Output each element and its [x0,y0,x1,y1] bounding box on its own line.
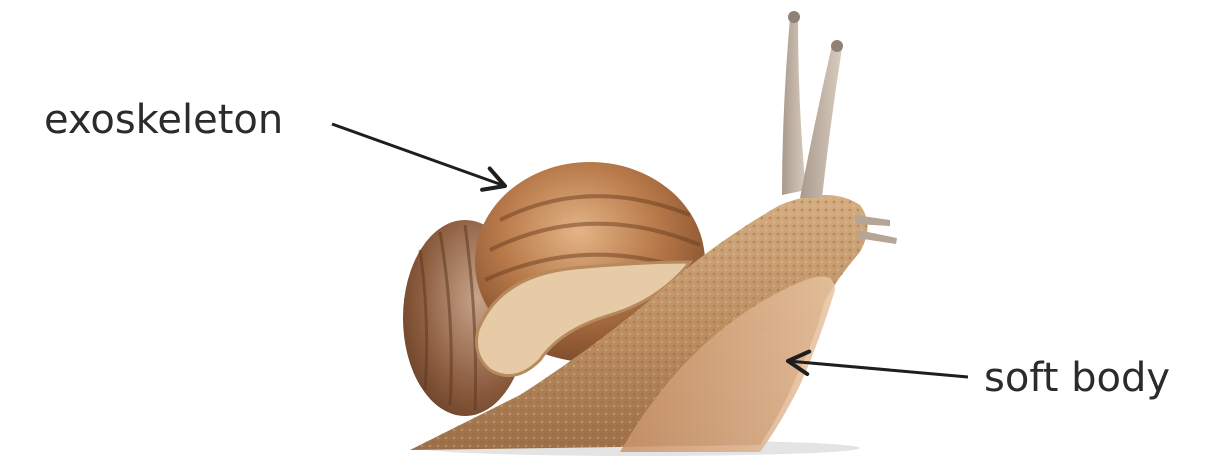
label-soft-body: soft body [984,358,1170,398]
eye-right [831,40,843,52]
tentacle-left [782,18,806,195]
arrow-exoskeleton [332,124,505,186]
arrow-soft-body [788,361,968,377]
label-exoskeleton: exoskeleton [44,100,283,140]
eye-left [788,11,800,23]
tentacle-right [800,45,842,198]
snail-illustration [403,11,897,452]
